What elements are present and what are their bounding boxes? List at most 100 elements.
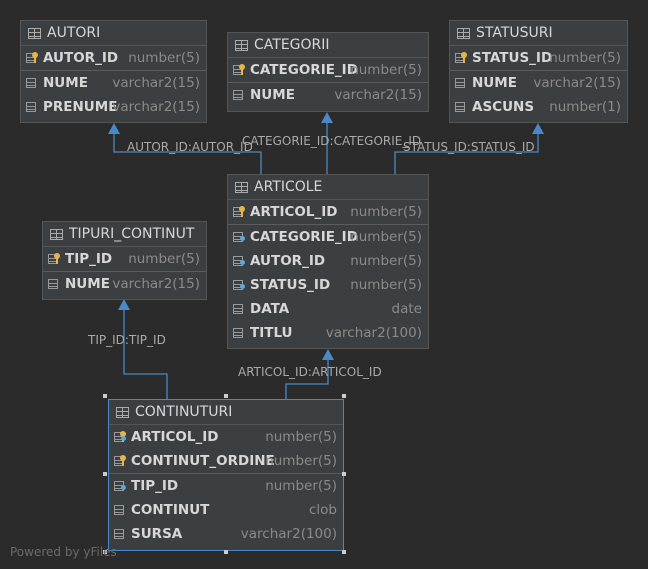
column-name: SURSA <box>131 526 183 542</box>
table-title: TIPURI_CONTINUT <box>69 226 195 242</box>
primary-key-icon <box>114 431 127 443</box>
resize-handle[interactable] <box>103 394 107 398</box>
arrow-categorie <box>321 112 333 123</box>
resize-handle[interactable] <box>342 472 346 476</box>
column-name: ARTICOL_ID <box>131 429 219 445</box>
table-autori[interactable]: AUTORI AUTOR_ID number(5) NUME varchar2(15… <box>20 20 207 123</box>
foreign-key-icon <box>114 480 127 492</box>
arrow-status <box>532 123 544 134</box>
column-icon <box>233 303 246 315</box>
primary-key-icon <box>233 64 246 76</box>
primary-key-icon <box>233 206 246 218</box>
resize-handle[interactable] <box>342 550 346 554</box>
table-icon <box>235 181 248 193</box>
column-type: varchar2(15) <box>112 276 200 292</box>
resize-handle[interactable] <box>224 550 228 554</box>
column-name: AUTOR_ID <box>43 50 119 66</box>
column-icon <box>455 77 468 89</box>
column-name: STATUS_ID <box>472 50 553 66</box>
column-name: NUME <box>43 75 88 91</box>
column-icon <box>26 77 39 89</box>
resize-handle[interactable] <box>224 394 228 398</box>
column-name: CATEGORIE_ID <box>250 229 358 245</box>
column-type: number(5) <box>350 253 422 269</box>
column-type: number(5) <box>350 204 422 220</box>
column-icon <box>455 101 468 113</box>
link-tip-line <box>123 306 168 400</box>
foreign-key-icon <box>233 255 246 267</box>
column-type: date <box>391 301 422 317</box>
column-type: varchar2(100) <box>325 325 422 341</box>
column-row[interactable]: AUTOR_ID number(5) <box>228 249 428 273</box>
column-row[interactable]: TIP_ID number(5) <box>43 247 206 271</box>
column-type: number(5) <box>128 251 200 267</box>
column-row[interactable]: AUTOR_ID number(5) <box>21 46 206 70</box>
column-type: number(5) <box>128 50 200 66</box>
table-title: AUTORI <box>47 25 101 41</box>
table-icon <box>457 27 470 39</box>
link-label-categorie: CATEGORIE_ID:CATEGORIE_ID <box>242 134 422 148</box>
table-header: AUTORI <box>21 21 206 46</box>
link-label-articol: ARTICOL_ID:ARTICOL_ID <box>238 365 382 379</box>
table-header: STATUSURI <box>450 21 627 46</box>
primary-key-icon <box>114 455 127 467</box>
table-title: STATUSURI <box>476 25 553 41</box>
column-type: number(5) <box>350 277 422 293</box>
resize-handle[interactable] <box>342 394 346 398</box>
column-type: number(5) <box>350 229 422 245</box>
column-name: TITLU <box>250 325 293 341</box>
column-type: varchar2(15) <box>533 75 621 91</box>
link-articol-line <box>285 356 329 400</box>
table-title: CATEGORII <box>254 37 330 53</box>
column-type: varchar2(15) <box>112 99 200 115</box>
column-row[interactable]: TITLU varchar2(100) <box>228 321 428 345</box>
column-icon <box>48 278 61 290</box>
column-type: varchar2(15) <box>334 87 422 103</box>
column-name: NUME <box>472 75 517 91</box>
column-name: TIP_ID <box>65 251 113 267</box>
column-name: AUTOR_ID <box>250 253 326 269</box>
resize-handle[interactable] <box>103 472 107 476</box>
column-icon <box>114 504 127 516</box>
arrow-autor <box>108 123 120 134</box>
table-icon <box>28 27 41 39</box>
table-icon <box>50 228 63 240</box>
link-label-autor: AUTOR_ID:AUTOR_ID <box>127 140 253 154</box>
column-name: CONTINUT_ORDINE <box>131 453 275 469</box>
column-type: varchar2(15) <box>112 75 200 91</box>
primary-key-icon <box>48 253 61 265</box>
resize-handle[interactable] <box>103 550 107 554</box>
table-header: TIPURI_CONTINUT <box>43 222 206 247</box>
table-header: CATEGORII <box>228 33 428 58</box>
column-type: number(5) <box>350 62 422 78</box>
link-label-status: STATUS_ID:STATUS_ID <box>403 140 535 154</box>
column-name: NUME <box>250 87 295 103</box>
primary-key-icon <box>26 52 39 64</box>
column-row[interactable]: NUME varchar2(15) <box>21 70 206 95</box>
table-title: CONTINUTURI <box>135 404 233 420</box>
column-name: CATEGORIE_ID <box>250 62 358 78</box>
column-icon <box>26 101 39 113</box>
column-type: clob <box>308 502 337 518</box>
column-row[interactable]: NUME varchar2(15) <box>228 82 428 107</box>
column-row[interactable]: NUME varchar2(15) <box>450 70 627 95</box>
